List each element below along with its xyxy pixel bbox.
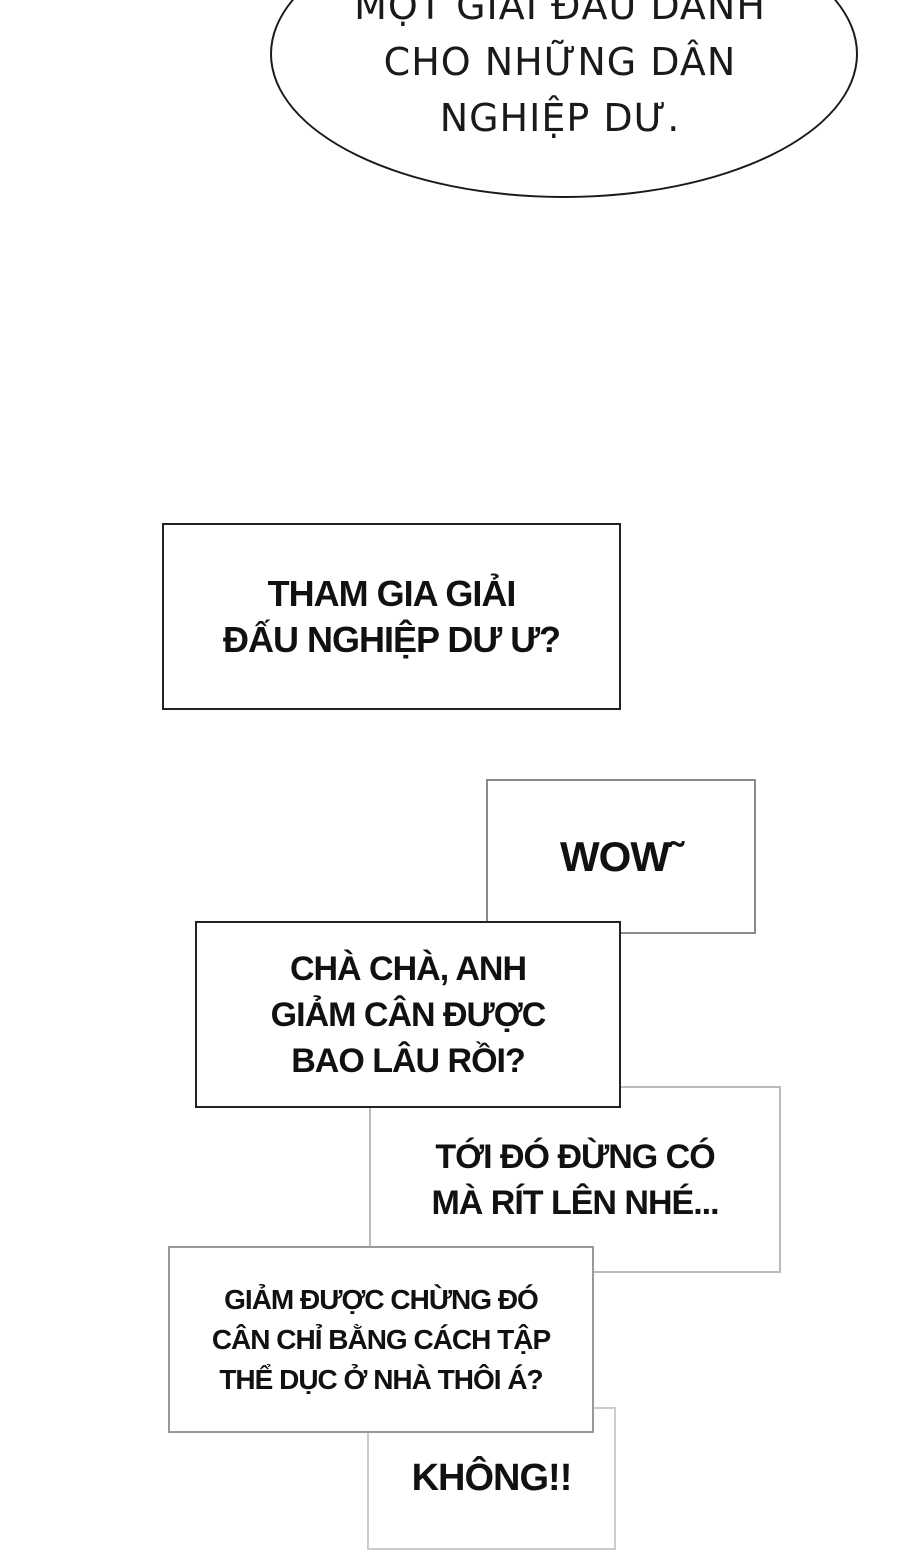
caption-box-4: TỚI ĐÓ ĐỪNG CÓ MÀ RÍT LÊN NHÉ... <box>369 1086 781 1273</box>
bubble-line: NGHIỆP DƯ. <box>439 96 681 140</box>
speech-bubble-text: MỘT GIẢI ĐẤU DÀNH CHO NHỮNG DÂN NGHIỆP D… <box>300 0 820 146</box>
caption-line: THỂ DỤC Ở NHÀ THÔI Á? <box>219 1363 543 1395</box>
caption-line: ĐẤU NGHIỆP DƯ Ư? <box>222 618 561 660</box>
caption-box-1: THAM GIA GIẢI ĐẤU NGHIỆP DƯ Ư? <box>162 523 621 710</box>
caption-box-3: CHÀ CHÀ, ANH GIẢM CÂN ĐƯỢC BAO LÂU RỒI? <box>195 921 621 1108</box>
caption-line: CÂN CHỈ BẰNG CÁCH TẬP <box>211 1323 551 1355</box>
caption-line: THAM GIA GIẢI <box>267 572 517 614</box>
bubble-line: MỘT GIẢI ĐẤU DÀNH <box>354 0 766 28</box>
caption-line: BAO LÂU RỒI? <box>291 1041 526 1080</box>
caption-line: WOW˜ <box>560 832 683 880</box>
caption-line: TỚI ĐÓ ĐỪNG CÓ <box>435 1137 715 1176</box>
caption-line: KHÔNG!! <box>411 1457 573 1499</box>
caption-line: GIẢM ĐƯỢC CHỪNG ĐÓ <box>224 1283 539 1315</box>
caption-line: MÀ RÍT LÊN NHÉ... <box>431 1183 719 1222</box>
caption-box-5: GIẢM ĐƯỢC CHỪNG ĐÓ CÂN CHỈ BẰNG CÁCH TẬP… <box>168 1246 594 1433</box>
caption-line: CHÀ CHÀ, ANH <box>289 949 527 988</box>
caption-line: GIẢM CÂN ĐƯỢC <box>270 995 547 1034</box>
caption-box-2: WOW˜ <box>486 779 756 934</box>
bubble-line: CHO NHỮNG DÂN <box>383 40 737 84</box>
